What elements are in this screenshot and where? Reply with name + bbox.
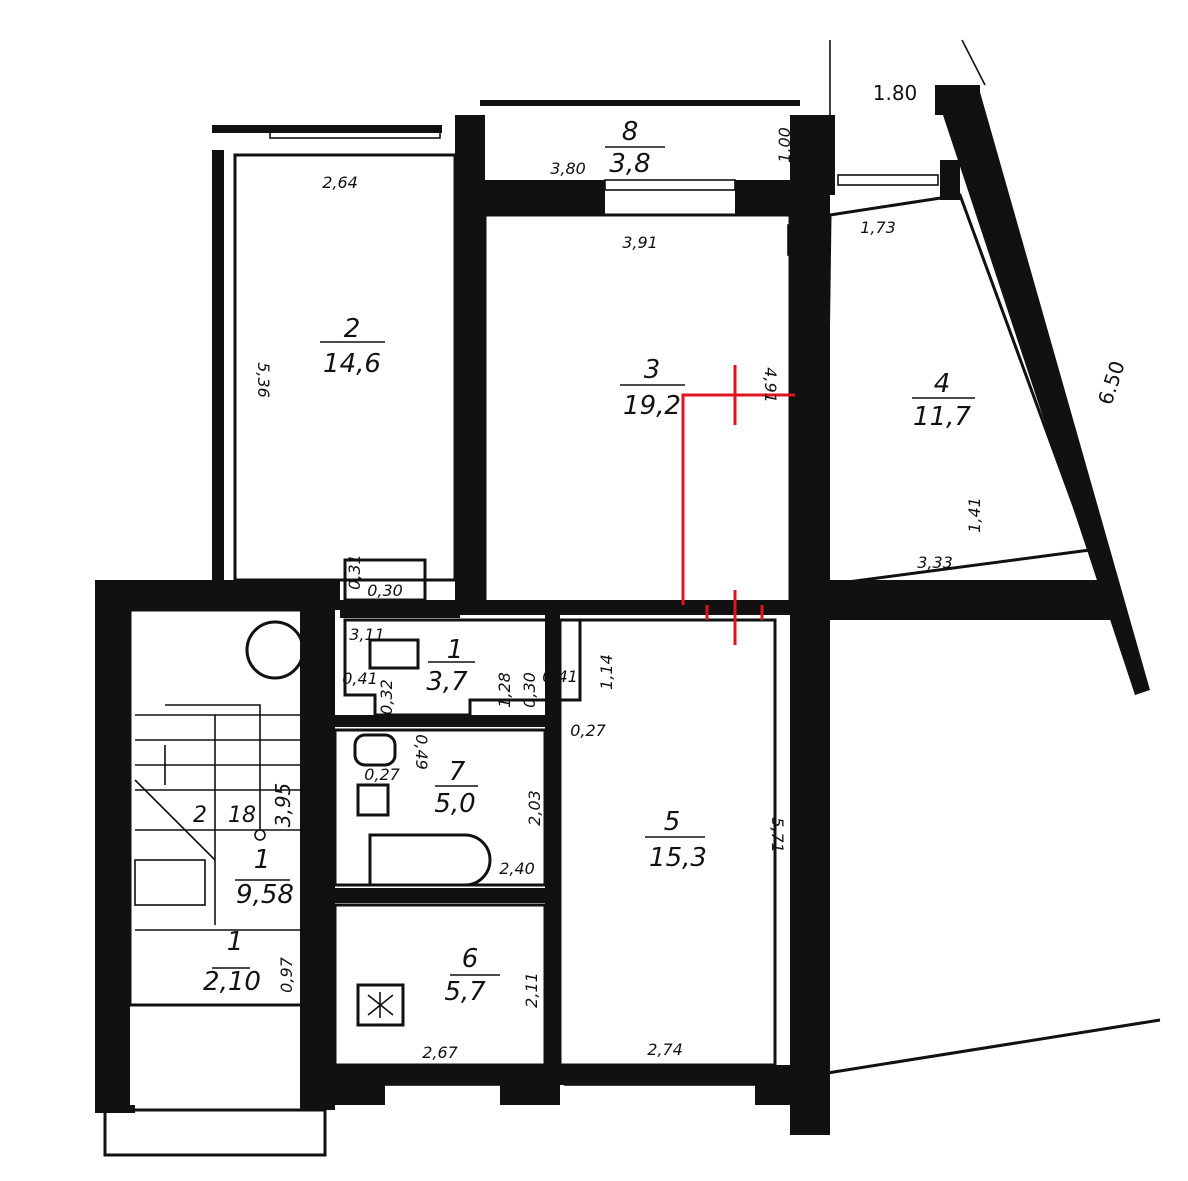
vestibule-label: 1 2,10 0,97	[203, 927, 296, 997]
room-number: 6	[462, 944, 479, 974]
flight-label: 2	[193, 803, 207, 828]
dimension-label: 2,40	[499, 859, 535, 878]
dimension-label: 0,27	[570, 721, 606, 740]
room-outlines	[128, 153, 1093, 1067]
room-number: 1	[254, 845, 271, 875]
sink-icon	[368, 638, 420, 670]
room-2-label: 2 14,6	[320, 314, 385, 379]
dimension-label: 3,91	[622, 233, 658, 252]
room-area: 9,58	[236, 880, 294, 910]
dimension-label: 3,80	[550, 159, 586, 178]
dimension-label: 2,67	[422, 1043, 458, 1062]
walls	[95, 39, 1161, 1157]
dimension-label: 2,74	[647, 1040, 683, 1059]
fixtures	[105, 620, 492, 1027]
room-area: 5,0	[434, 789, 475, 819]
room-area: 11,7	[913, 402, 971, 432]
dimension-label: 2,11	[522, 972, 541, 1008]
room-8-label: 8 3,8	[605, 117, 665, 179]
dimension-label: 0,31	[345, 554, 364, 590]
dimension-label: 5,36	[254, 362, 273, 398]
room-number: 1	[447, 635, 464, 665]
room-number: 2	[344, 314, 361, 344]
room-3-label: 3 19,2	[620, 355, 685, 421]
dimension-label: 5,71	[768, 817, 787, 853]
dimension-label: 0,30	[367, 581, 403, 600]
room-number: 1	[227, 927, 244, 957]
room-number: 7	[449, 757, 466, 787]
room-area: 2,10	[203, 967, 261, 997]
flight-label: 18	[228, 803, 256, 828]
stairs	[134, 704, 300, 931]
dimension-label: 2,5	[104, 721, 125, 750]
room-number: 3	[644, 355, 661, 385]
room-7-label: 7 5,0	[434, 757, 478, 819]
redevelopment-line	[681, 365, 795, 645]
dimension-label: 4,91	[761, 367, 780, 403]
toilet-icon	[353, 733, 397, 767]
dimension-label: 1,73	[860, 218, 896, 237]
room-area: 3,8	[609, 149, 650, 179]
ventilation-icon	[356, 983, 405, 1027]
dimension-label: 0,97	[277, 956, 296, 992]
dimension-label: 1,00	[775, 127, 794, 163]
room-number: 5	[664, 807, 681, 837]
dimension-label: 0,27	[364, 765, 400, 784]
windows	[269, 127, 939, 1086]
washbasin-icon	[356, 783, 390, 817]
room-1-label: 1 3,7	[426, 635, 475, 697]
dimension-label: 1,41	[965, 497, 984, 533]
dimension-label: 0,41	[342, 669, 378, 688]
room-5-label: 5 15,3	[645, 807, 707, 873]
room-area: 19,2	[623, 391, 681, 421]
dimension-label: 1,28	[495, 672, 514, 708]
dimension-label: 3,33	[917, 553, 953, 572]
dimension-label: 0,41	[542, 667, 578, 686]
room-area: 15,3	[649, 843, 707, 873]
dimension-label: 3,95	[271, 783, 295, 828]
room-number: 8	[622, 117, 639, 147]
dimension-label: 0,32	[377, 679, 396, 715]
dimension-label: 3,11	[349, 625, 385, 644]
stairwell-label: 2 18 3,95 2,5 1 9,58	[104, 721, 295, 910]
dimension-label: 2,03	[525, 790, 544, 826]
dimension-label: 1.80	[873, 81, 918, 105]
dimension-label: 2,64	[322, 173, 358, 192]
bathtub-icon	[368, 833, 492, 887]
stove-icon	[245, 620, 305, 680]
dimension-label: 1,14	[597, 654, 616, 690]
dimension-label: 6.50	[1093, 358, 1130, 408]
dimension-label: 0,30	[520, 672, 539, 708]
room-number: 4	[934, 369, 951, 399]
room-4-label: 4 11,7	[912, 369, 975, 432]
dimension-label: 0,49	[412, 734, 431, 770]
room-6-label: 6 5,7	[444, 944, 500, 1007]
room-area: 5,7	[444, 977, 486, 1007]
dimension-labels: 3,80 1,00 1.80 6.50 2,64 5,36 3,91 4,91 …	[254, 81, 1130, 1062]
room-area: 3,7	[426, 667, 468, 697]
room-area: 14,6	[323, 349, 381, 379]
